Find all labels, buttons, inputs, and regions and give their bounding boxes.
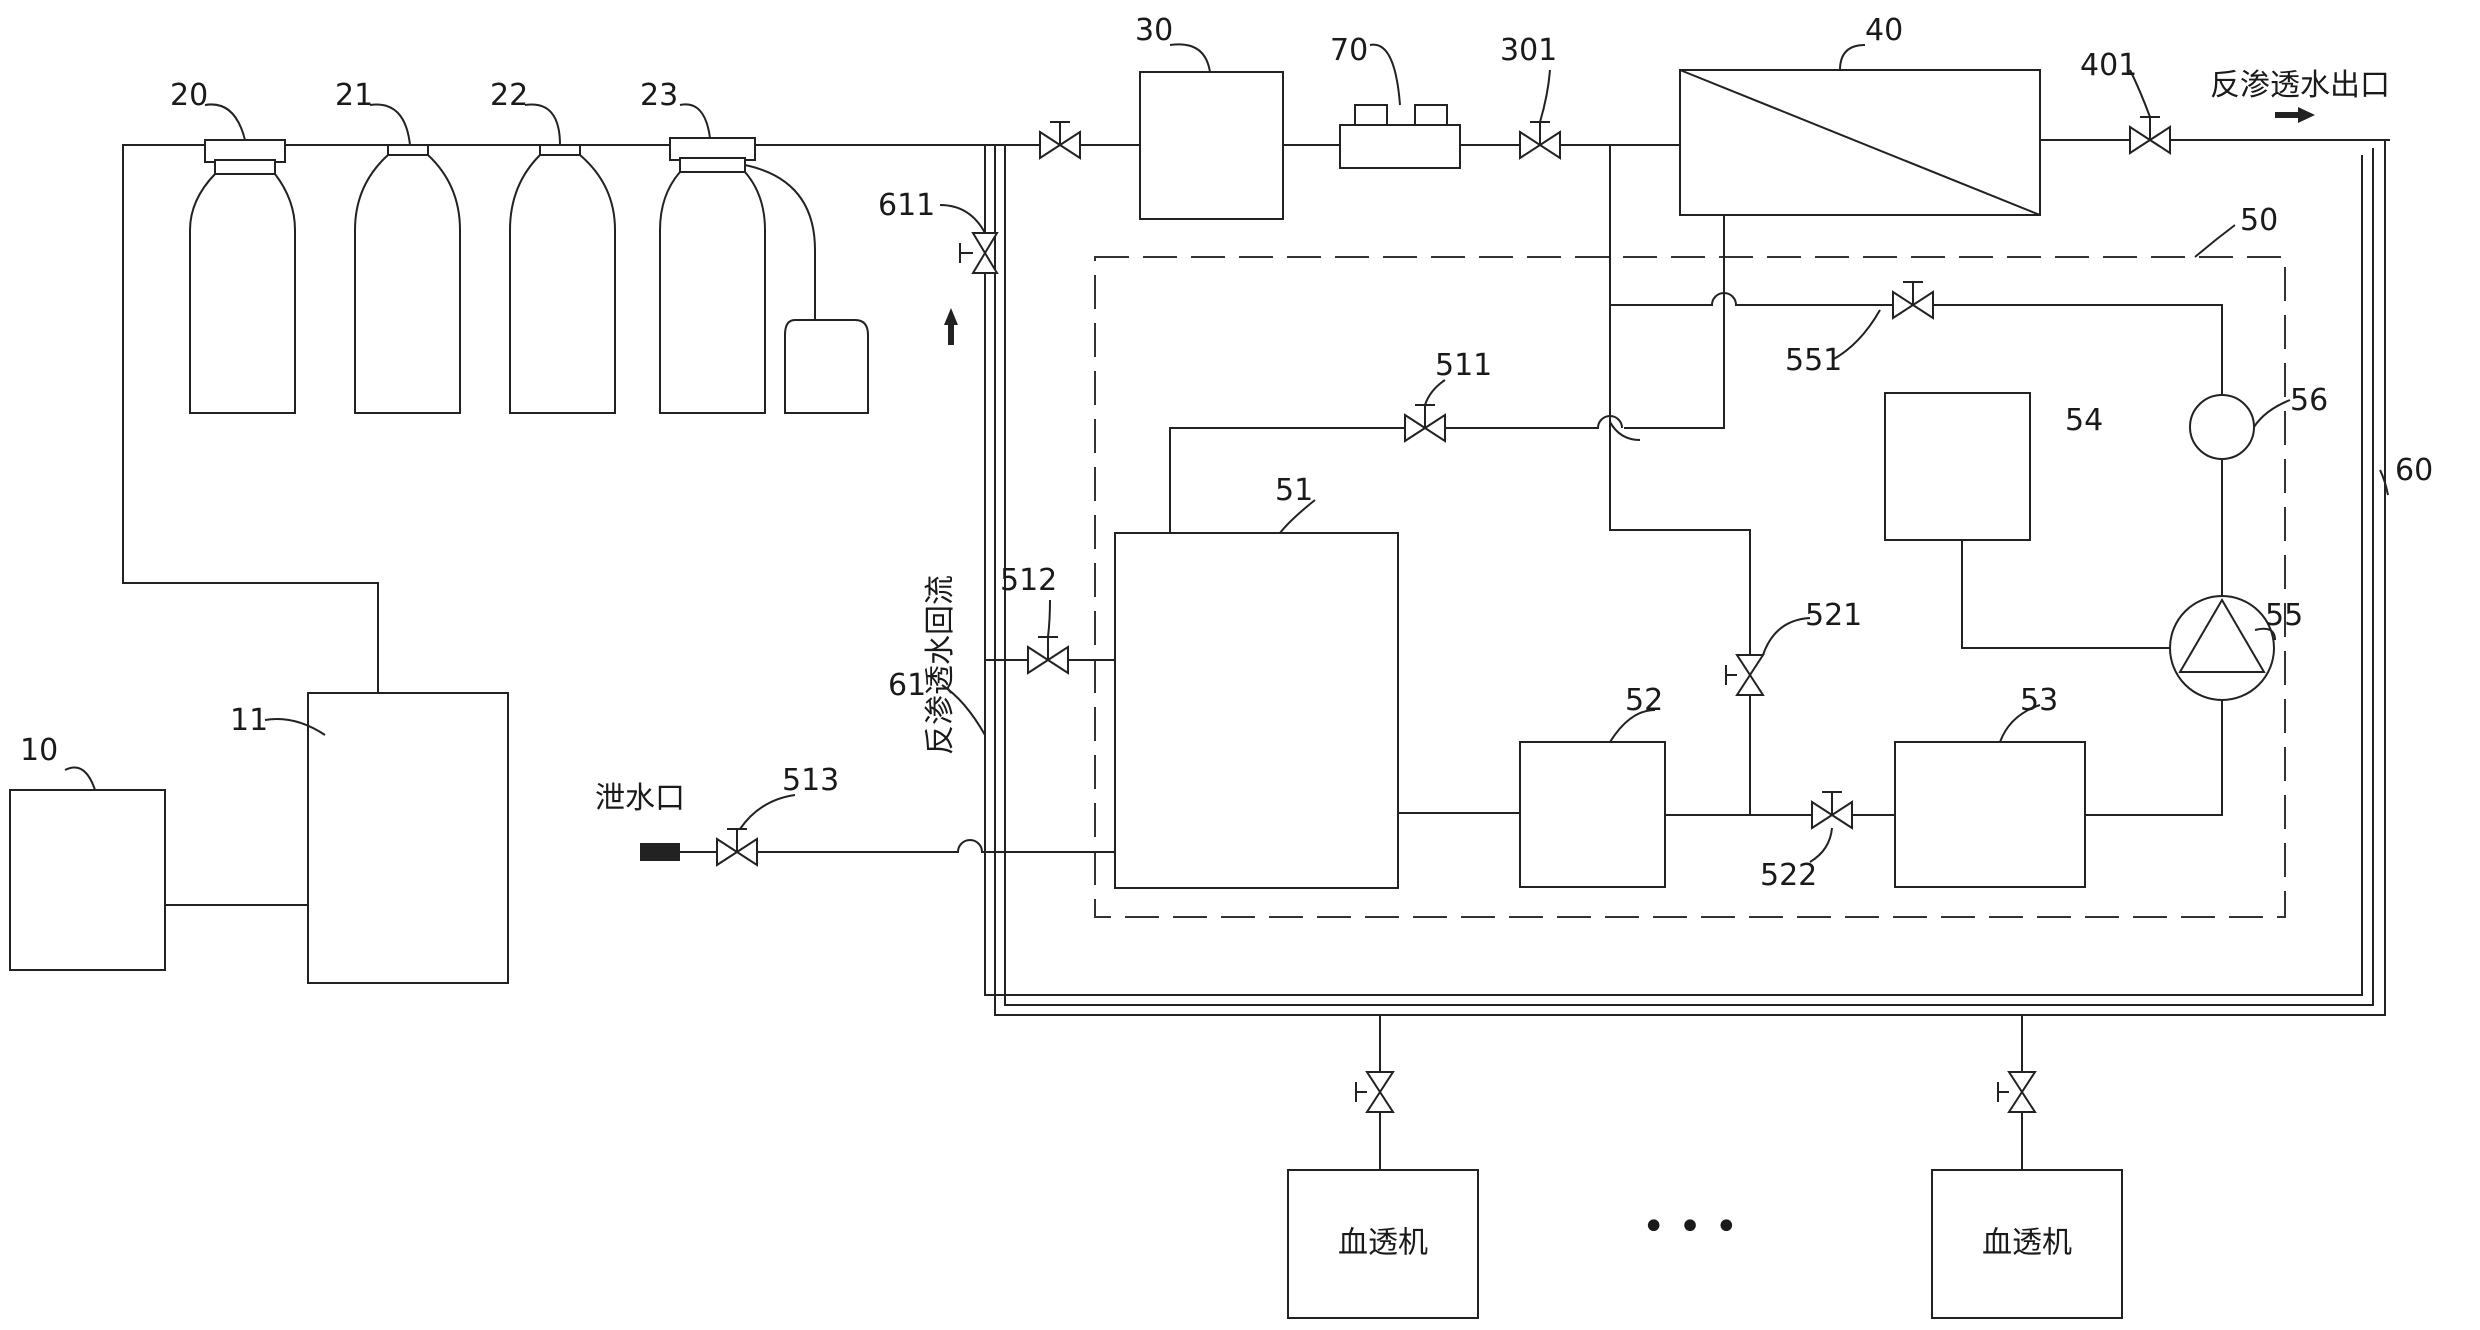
component-56-meter [2189, 394, 2255, 460]
ref-40: 40 [1865, 13, 1903, 48]
pipe-membrane-return [1624, 215, 1725, 429]
component-52-box [1519, 741, 1666, 888]
loop-60-outer-1 [994, 139, 2386, 1016]
valve-dialysis-2 [1997, 1071, 2037, 1113]
ref-522: 522 [1760, 858, 1817, 893]
ref-51: 51 [1275, 473, 1313, 508]
filter-tank-21 [354, 144, 461, 414]
ref-521: 521 [1805, 598, 1862, 633]
valve-611 [959, 232, 999, 274]
dialysis-machine-2-label: 血透机 [1982, 1226, 2072, 1261]
ro-outlet-arrow [2275, 107, 2315, 123]
loop-60-outer-3 [984, 145, 2363, 996]
ref-60: 60 [2395, 453, 2433, 488]
dialysis-machine-1-box [1287, 1169, 1479, 1319]
ref-23: 23 [640, 78, 678, 113]
ref-21: 21 [335, 78, 373, 113]
return-flow-arrow [944, 308, 958, 345]
pump-55 [2169, 595, 2275, 701]
valve-521 [1725, 654, 1765, 696]
filter-tank-22 [509, 144, 616, 414]
valve-512 [1027, 636, 1069, 675]
pipe-551-line [1610, 292, 2223, 395]
pipe-55-to-53 [2085, 700, 2223, 816]
ro-membrane-40 [1679, 69, 2041, 216]
pipe-ro-branch [1609, 145, 1751, 725]
drain-outlet-label: 泄水口 [595, 781, 685, 816]
ref-50: 50 [2240, 203, 2278, 238]
pipe-drain-line [680, 839, 1115, 853]
ref-551: 551 [1785, 343, 1842, 378]
ref-20: 20 [170, 78, 208, 113]
valve-dialysis-1 [1355, 1071, 1395, 1113]
ref-52: 52 [1625, 683, 1663, 718]
ref-30: 30 [1135, 13, 1173, 48]
valve-top-inlet [1039, 121, 1081, 160]
ref-70: 70 [1330, 33, 1368, 68]
component-54-box [1884, 392, 2031, 541]
filter-tank-20 [189, 139, 296, 414]
filter-tank-23 [659, 137, 869, 414]
pipe-54-to-55 [1961, 540, 2172, 649]
ref-55: 55 [2265, 598, 2303, 633]
valve-511 [1404, 404, 1446, 443]
ref-53: 53 [2020, 683, 2058, 718]
component-11-box [307, 692, 509, 984]
ellipsis-dots: • • • [1642, 1204, 1738, 1250]
ref-512: 512 [1000, 563, 1057, 598]
valve-301 [1519, 121, 1561, 160]
component-51-tank [1114, 532, 1399, 889]
dialysis-machine-1-label: 血透机 [1338, 1226, 1428, 1261]
ref-511: 511 [1435, 348, 1492, 383]
valve-401 [2129, 116, 2171, 155]
component-30-box [1139, 71, 1284, 220]
pipe-511-line [1169, 415, 1623, 533]
leader-lines [64, 43, 2389, 863]
ref-61: 61 [888, 668, 926, 703]
ref-513: 513 [782, 763, 839, 798]
ref-10: 10 [20, 733, 58, 768]
disinfection-unit-50-boundary [1094, 256, 2286, 918]
component-10-box [9, 789, 166, 971]
dialysis-machine-2-box [1931, 1169, 2123, 1319]
component-53-box [1894, 741, 2086, 888]
ref-22: 22 [490, 78, 528, 113]
ref-301: 301 [1500, 33, 1557, 68]
component-70-sensor [1339, 104, 1461, 169]
ref-11: 11 [230, 703, 268, 738]
ref-54: 54 [2065, 403, 2103, 438]
ro-water-outlet-label: 反渗透水出口 [2210, 68, 2390, 103]
valve-522 [1811, 791, 1853, 830]
loop-60-outer-2 [1004, 145, 2374, 1006]
valve-513 [716, 828, 758, 867]
drain-outlet-marker [640, 843, 680, 861]
ro-return-label: 反渗透水回流 [923, 575, 958, 755]
valve-551 [1892, 281, 1934, 320]
ref-611: 611 [878, 188, 935, 223]
ref-401: 401 [2080, 48, 2137, 83]
ref-56: 56 [2290, 383, 2328, 418]
